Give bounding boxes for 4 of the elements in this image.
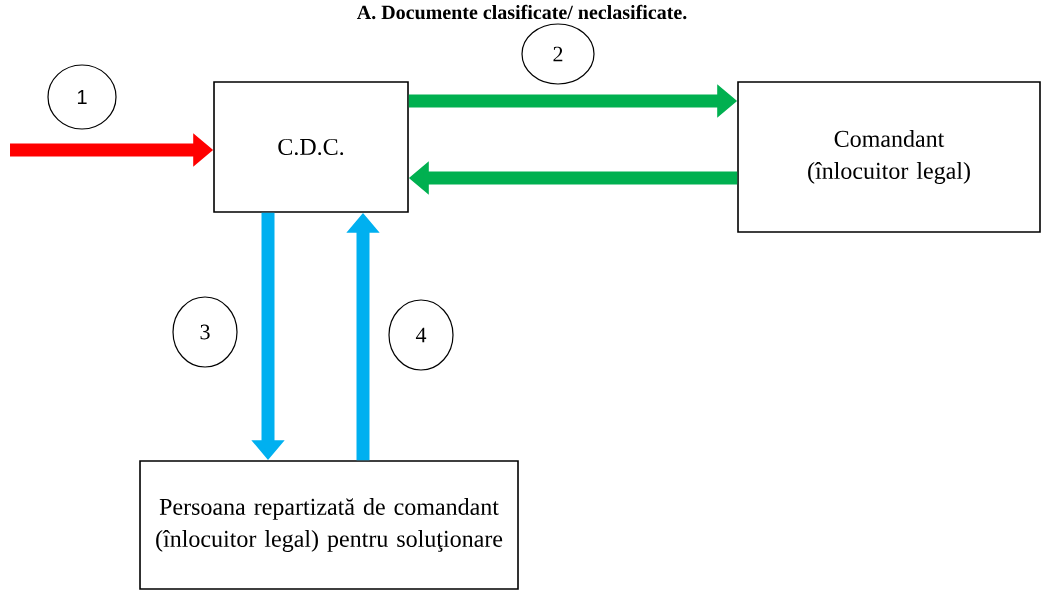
process-box: Persoana repartizată de comandant (înlocuitor legal) pentru soluţionare bbox=[139, 460, 519, 590]
title: A. Documente clasificate/ neclasificate. bbox=[356, 4, 687, 20]
process-box: C.D.C. bbox=[213, 81, 409, 213]
process-box: Comandant (înlocuitor legal) bbox=[737, 81, 1041, 233]
